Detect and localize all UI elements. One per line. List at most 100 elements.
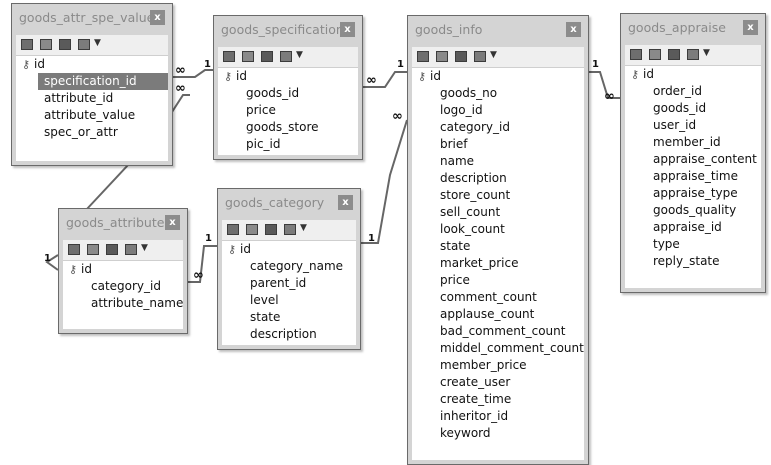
table-title-goods-attribute[interactable]: goods_attribute <box>66 215 165 230</box>
field-row[interactable]: comment_count <box>412 289 584 306</box>
primary-key-field[interactable]: ⚷id <box>625 66 761 83</box>
field-row[interactable]: state <box>412 238 584 255</box>
field-row[interactable]: attribute_value <box>16 107 168 124</box>
field-row[interactable]: middel_comment_count <box>412 340 584 357</box>
chevron-down-icon[interactable]: ▼ <box>94 38 101 48</box>
field-row[interactable]: description <box>222 326 356 343</box>
field-row[interactable]: appraise_content <box>625 151 761 168</box>
field-row[interactable]: attribute_id <box>16 90 168 107</box>
field-row[interactable]: goods_id <box>218 85 358 102</box>
field-row[interactable]: category_id <box>63 278 183 295</box>
field-row[interactable]: goods_id <box>625 100 761 117</box>
edit-table-icon[interactable] <box>21 39 33 50</box>
open-table-icon[interactable] <box>106 244 118 255</box>
field-row[interactable]: look_count <box>412 221 584 238</box>
field-row[interactable]: inheritor_id <box>412 408 584 425</box>
add-field-icon[interactable] <box>280 51 292 62</box>
close-icon[interactable]: x <box>338 195 353 210</box>
edit-table-icon[interactable] <box>417 51 429 62</box>
field-row[interactable]: reply_state <box>625 253 761 270</box>
chevron-down-icon[interactable]: ▼ <box>490 50 497 60</box>
field-row[interactable]: goods_quality <box>625 202 761 219</box>
edit-table-icon[interactable] <box>227 224 239 235</box>
chevron-down-icon[interactable]: ▼ <box>296 50 303 60</box>
add-field-icon[interactable] <box>284 224 296 235</box>
field-row[interactable]: appraise_type <box>625 185 761 202</box>
field-row[interactable]: goods_no <box>412 85 584 102</box>
field-row[interactable]: create_time <box>412 391 584 408</box>
field-row[interactable]: price <box>218 102 358 119</box>
field-row[interactable]: keyword <box>412 425 584 442</box>
chevron-down-icon[interactable]: ▼ <box>300 223 307 233</box>
field-row[interactable]: state <box>222 309 356 326</box>
field-row[interactable]: parent_id <box>222 275 356 292</box>
field-row[interactable]: bad_comment_count <box>412 323 584 340</box>
field-row[interactable]: appraise_time <box>625 168 761 185</box>
edit-table-icon[interactable] <box>68 244 80 255</box>
table-title-goods-info[interactable]: goods_info <box>415 22 483 37</box>
close-icon[interactable]: x <box>165 215 180 230</box>
design-table-icon[interactable] <box>87 244 99 255</box>
primary-key-field[interactable]: ⚷id <box>222 241 356 258</box>
design-table-icon[interactable] <box>40 39 52 50</box>
field-row[interactable]: member_id <box>625 134 761 151</box>
field-row[interactable]: category_name <box>222 258 356 275</box>
table-title-goods-appraise[interactable]: goods_appraise <box>628 20 726 35</box>
field-row[interactable]: applause_count <box>412 306 584 323</box>
field-row[interactable]: attribute_name <box>63 295 183 312</box>
field-row[interactable]: market_price <box>412 255 584 272</box>
add-field-icon[interactable] <box>125 244 137 255</box>
table-title-goods-category[interactable]: goods_category <box>225 195 325 210</box>
field-row[interactable]: create_user <box>412 374 584 391</box>
primary-key-field[interactable]: ⚷id <box>412 68 584 85</box>
primary-key-field[interactable]: ⚷id <box>218 68 358 85</box>
add-field-icon[interactable] <box>78 39 90 50</box>
field-row[interactable]: goods_store <box>218 119 358 136</box>
design-table-icon[interactable] <box>242 51 254 62</box>
design-table-icon[interactable] <box>436 51 448 62</box>
field-row[interactable]: order_id <box>625 83 761 100</box>
close-icon[interactable]: x <box>743 20 758 35</box>
field-row[interactable]: price <box>412 272 584 289</box>
primary-key-field[interactable]: ⚷id <box>16 56 168 73</box>
table-title-goods-specification[interactable]: goods_specification <box>221 22 344 37</box>
open-table-icon[interactable] <box>668 49 680 60</box>
field-row[interactable]: specification_id <box>38 73 168 90</box>
table-title-goods-attr-spe-value[interactable]: goods_attr_spe_value <box>19 10 155 25</box>
add-field-icon[interactable] <box>474 51 486 62</box>
field-row[interactable]: appraise_id <box>625 219 761 236</box>
design-table-icon[interactable] <box>649 49 661 60</box>
field-row[interactable]: user_id <box>625 117 761 134</box>
field-row[interactable]: brief <box>412 136 584 153</box>
open-table-icon[interactable] <box>261 51 273 62</box>
close-icon[interactable]: x <box>566 22 581 37</box>
close-icon[interactable]: x <box>340 22 355 37</box>
design-table-icon[interactable] <box>246 224 258 235</box>
field-row[interactable]: type <box>625 236 761 253</box>
primary-key-field[interactable]: ⚷id <box>63 261 183 278</box>
field-row[interactable]: spec_or_attr <box>16 124 168 141</box>
open-table-icon[interactable] <box>265 224 277 235</box>
field-row[interactable]: pic_id <box>218 136 358 153</box>
edit-table-icon[interactable] <box>630 49 642 60</box>
edit-table-icon[interactable] <box>223 51 235 62</box>
chevron-down-icon[interactable]: ▼ <box>703 48 710 58</box>
field-row[interactable]: category_id <box>412 119 584 136</box>
close-icon[interactable]: x <box>150 10 165 25</box>
open-table-icon[interactable] <box>59 39 71 50</box>
field-row[interactable]: member_price <box>412 357 584 374</box>
field-row[interactable]: description <box>412 170 584 187</box>
field-row[interactable]: logo_id <box>412 102 584 119</box>
field-row[interactable]: level <box>222 292 356 309</box>
field-row[interactable]: name <box>412 153 584 170</box>
field-row[interactable]: store_count <box>412 187 584 204</box>
chevron-down-icon[interactable]: ▼ <box>141 243 148 253</box>
open-table-icon[interactable] <box>455 51 467 62</box>
field-row[interactable]: sell_count <box>412 204 584 221</box>
add-field-icon[interactable] <box>687 49 699 60</box>
